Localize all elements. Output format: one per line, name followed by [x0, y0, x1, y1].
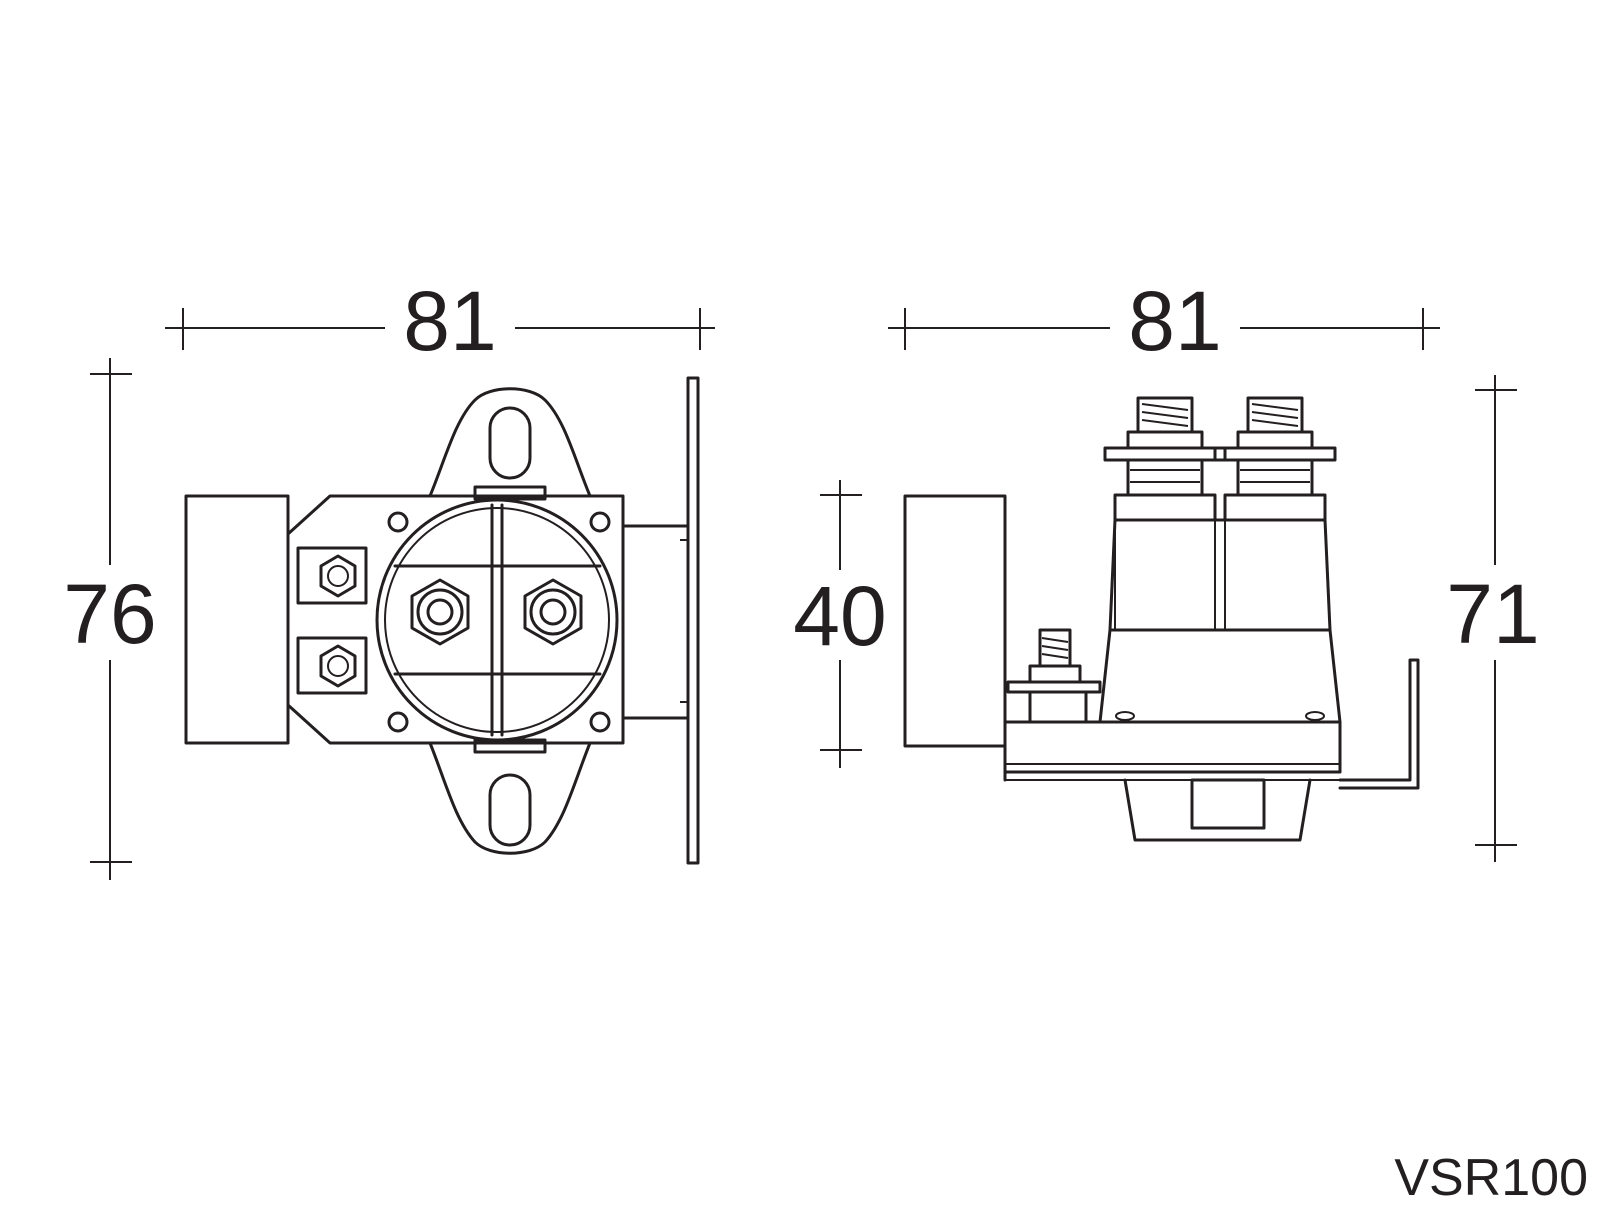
top-mounting-slot [488, 406, 532, 480]
side-coil-housing [903, 494, 1007, 748]
side-body-height-dimension: 40 [793, 480, 887, 768]
side-total-height-label: 71 [1446, 567, 1539, 661]
front-width-label: 81 [403, 274, 496, 368]
left-terminal-nut [410, 578, 470, 646]
main-terminal-cap [375, 498, 619, 742]
model-code: VSR100 [1394, 1149, 1588, 1207]
side-view [903, 396, 1420, 842]
front-height-label: 76 [63, 567, 156, 661]
front-coil-housing [184, 494, 290, 745]
front-base-plate [286, 494, 625, 745]
front-side-bracket [686, 376, 700, 865]
coil-terminal-upper [296, 546, 368, 605]
right-main-stud [1213, 396, 1337, 522]
side-width-dimension: 81 [888, 274, 1440, 368]
coil-terminal-lower [296, 636, 368, 695]
front-height-dimension: 76 [63, 358, 157, 880]
side-width-label: 81 [1128, 274, 1221, 368]
corner-hole-bl [387, 711, 409, 733]
front-width-dimension: 81 [165, 274, 715, 368]
top-mounting-ear [428, 387, 592, 498]
corner-hole-tr [589, 511, 611, 533]
front-view [184, 376, 700, 865]
bottom-mounting-ear [428, 741, 592, 855]
corner-hole-tl [387, 511, 409, 533]
right-terminal-nut [523, 578, 583, 646]
side-mount-bracket [1338, 658, 1420, 790]
side-total-height-dimension: 71 [1446, 375, 1540, 862]
left-main-stud [1103, 396, 1227, 522]
side-body-height-label: 40 [793, 569, 886, 663]
side-bottom-boss [1123, 778, 1312, 842]
corner-hole-br [589, 711, 611, 733]
small-coil-stud [1006, 628, 1102, 724]
bottom-mounting-slot [488, 773, 532, 847]
solenoid-body [1098, 628, 1342, 724]
